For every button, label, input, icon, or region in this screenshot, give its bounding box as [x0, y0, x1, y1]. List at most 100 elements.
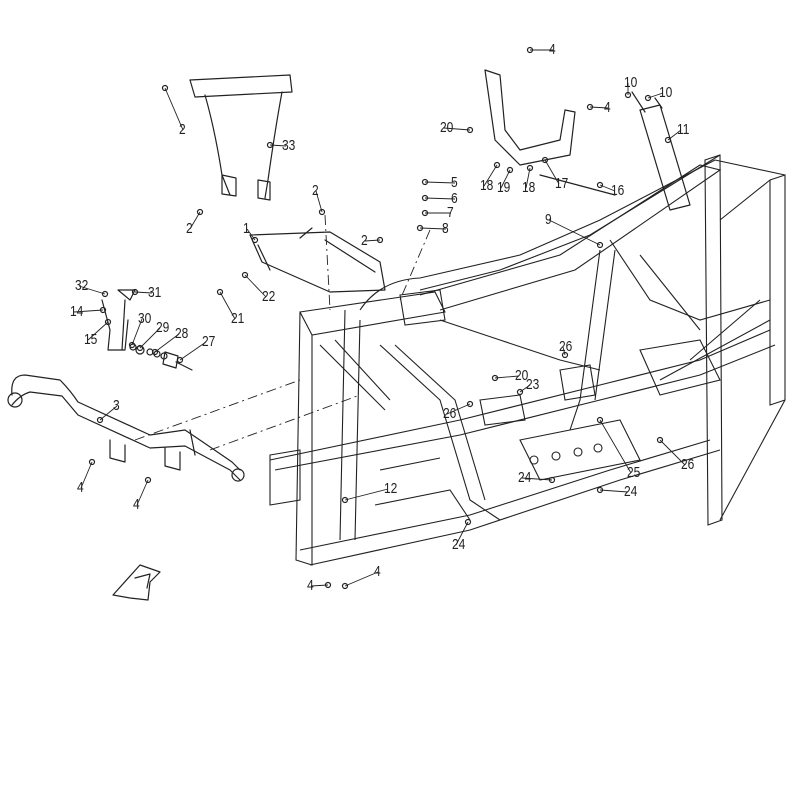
callout-20: 20 [515, 367, 529, 384]
callout-8: 8 [442, 220, 449, 237]
front-direction-arrow-icon [112, 564, 161, 601]
leader-line [87, 321, 109, 341]
leader-line [548, 219, 601, 246]
leader-line [73, 309, 104, 313]
fastener-icon [561, 351, 569, 359]
callout-29: 29 [156, 319, 170, 336]
fastener-icon [216, 288, 224, 296]
fastener-icon [421, 178, 429, 186]
callout-24: 24 [518, 469, 532, 486]
callout-27: 27 [202, 333, 216, 350]
leader-line [136, 479, 149, 506]
fastener-icon [656, 436, 664, 444]
leader-line [344, 488, 389, 501]
leader-line [78, 285, 106, 295]
callout-19: 19 [497, 179, 511, 196]
callout-10: 10 [624, 74, 638, 91]
callout-30: 30 [138, 310, 152, 327]
callout-10: 10 [659, 84, 673, 101]
fastener-icon [341, 582, 349, 590]
leader-line [525, 167, 531, 189]
fastener-icon [466, 126, 474, 134]
callout-7: 7 [447, 204, 454, 221]
fastener-icon [596, 486, 604, 494]
fastener-icon [516, 388, 524, 396]
leader-line [562, 346, 566, 356]
fastener-icon [416, 224, 424, 232]
callout-26: 26 [681, 456, 695, 473]
callout-33: 33 [282, 137, 296, 154]
part-11 [631, 91, 691, 211]
callout-31: 31 [148, 284, 162, 301]
callout-2: 2 [312, 182, 319, 199]
leader-line [179, 341, 207, 361]
main-frame [269, 154, 786, 566]
leader-line [139, 327, 161, 349]
leader-lines [73, 46, 686, 590]
fastener-icon [644, 94, 652, 102]
leader-line [500, 169, 511, 189]
fastener-icon [266, 141, 274, 149]
fastener-icon [596, 241, 604, 249]
callout-22: 22 [262, 288, 276, 305]
callout-4: 4 [77, 479, 84, 496]
fastener-icon [101, 290, 109, 298]
bracket-1 [249, 227, 386, 293]
assembly-lines [134, 214, 431, 451]
callout-16: 16 [611, 182, 625, 199]
fastener-icon [144, 476, 152, 484]
fastener-icon [136, 344, 144, 352]
leader-line [99, 405, 118, 421]
fastener-icon [596, 416, 604, 424]
callout-26: 26 [559, 338, 573, 355]
fastener-icon [548, 476, 556, 484]
fastener-icon [151, 348, 159, 356]
fastener-icon [104, 318, 112, 326]
bracket-33 [189, 74, 293, 201]
fastener-icon [624, 91, 632, 99]
callout-4: 4 [307, 577, 314, 594]
leader-line [219, 291, 236, 320]
leader-line [455, 521, 469, 546]
leader-line [244, 274, 267, 298]
callout-1: 1 [243, 220, 250, 237]
leader-line [494, 375, 520, 379]
leader-line [446, 403, 471, 415]
fastener-icon [341, 496, 349, 504]
fastener-icon [596, 181, 604, 189]
callout-11: 11 [677, 121, 690, 138]
callout-6: 6 [451, 190, 458, 207]
callout-5: 5 [451, 174, 458, 191]
bracket-17 [484, 69, 616, 196]
callout-20: 20 [440, 119, 454, 136]
leader-line [599, 489, 629, 493]
callout-17: 17 [555, 175, 569, 192]
callout-24: 24 [452, 536, 466, 553]
callout-28: 28 [175, 325, 189, 342]
leader-line [344, 571, 379, 587]
callout-32: 32 [75, 277, 89, 294]
fastener-icon [421, 194, 429, 202]
fastener-icon [251, 236, 259, 244]
fastener-icon [88, 458, 96, 466]
leader-line [521, 477, 553, 481]
callout-23: 23 [526, 376, 540, 393]
fastener-icon [128, 341, 136, 349]
leader-line [424, 181, 456, 184]
fastener-icon [131, 288, 139, 296]
fastener-icon [96, 416, 104, 424]
fastener-icon [196, 208, 204, 216]
fastener-icon [526, 164, 534, 172]
leader-line [189, 211, 201, 230]
callout-9: 9 [545, 211, 552, 228]
fastener-icon [664, 136, 672, 144]
fastener-icon [324, 581, 332, 589]
leader-line [659, 439, 686, 466]
fastener-icon [99, 306, 107, 314]
fastener-icon [176, 356, 184, 364]
callout-2: 2 [186, 220, 193, 237]
leader-line [419, 227, 447, 230]
fastener-icon [318, 208, 326, 216]
leader-line [131, 318, 143, 346]
